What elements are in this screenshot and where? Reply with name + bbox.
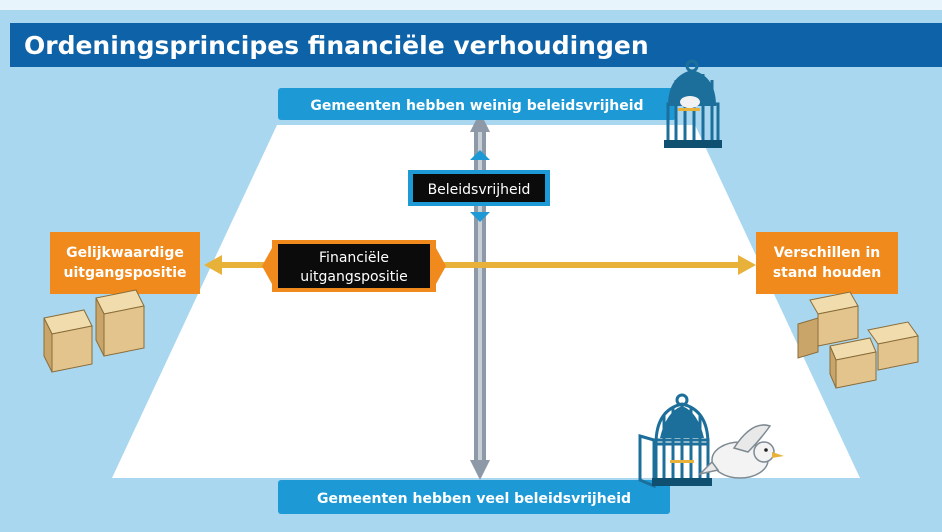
horizontal-axis: [204, 255, 756, 275]
left-label-line2: uitgangspositie: [63, 265, 186, 281]
page-title: Ordeningsprincipes financiële verhouding…: [24, 31, 649, 60]
left-label-line1: Gelijkwaardige: [66, 245, 184, 261]
dove-icon: [697, 424, 784, 479]
title-bar: [10, 23, 942, 67]
cardboard-boxes-varied-icon: [797, 291, 919, 389]
right-label-box: Verschillen in stand houden: [756, 232, 898, 294]
bottom-label: Gemeenten hebben veel beleidsvrijheid: [317, 491, 631, 507]
birdcage-closed-icon: [664, 59, 722, 148]
horizontal-axis-label-line1: Financiële: [319, 250, 389, 266]
top-label: Gemeenten hebben weinig beleidsvrijheid: [310, 98, 643, 114]
bottom-label-pill: Gemeenten hebben veel beleidsvrijheid: [278, 480, 670, 514]
birdcage-open-icon: [638, 393, 712, 489]
vertical-axis-label: Beleidsvrijheid: [428, 182, 531, 198]
top-label-pill: Gemeenten hebben weinig beleidsvrijheid: [278, 88, 676, 120]
left-label-box: Gelijkwaardige uitgangspositie: [50, 232, 200, 294]
right-label-line1: Verschillen in: [774, 245, 881, 261]
cardboard-boxes-equal-icon: [43, 289, 145, 373]
page-frame: [0, 0, 942, 10]
horizontal-axis-label-box: Financiële uitgangspositie: [262, 240, 446, 292]
horizontal-axis-label-line2: uitgangspositie: [300, 269, 407, 285]
vertical-axis-label-box: Beleidsvrijheid: [408, 150, 550, 222]
right-label-line2: stand houden: [773, 265, 881, 281]
